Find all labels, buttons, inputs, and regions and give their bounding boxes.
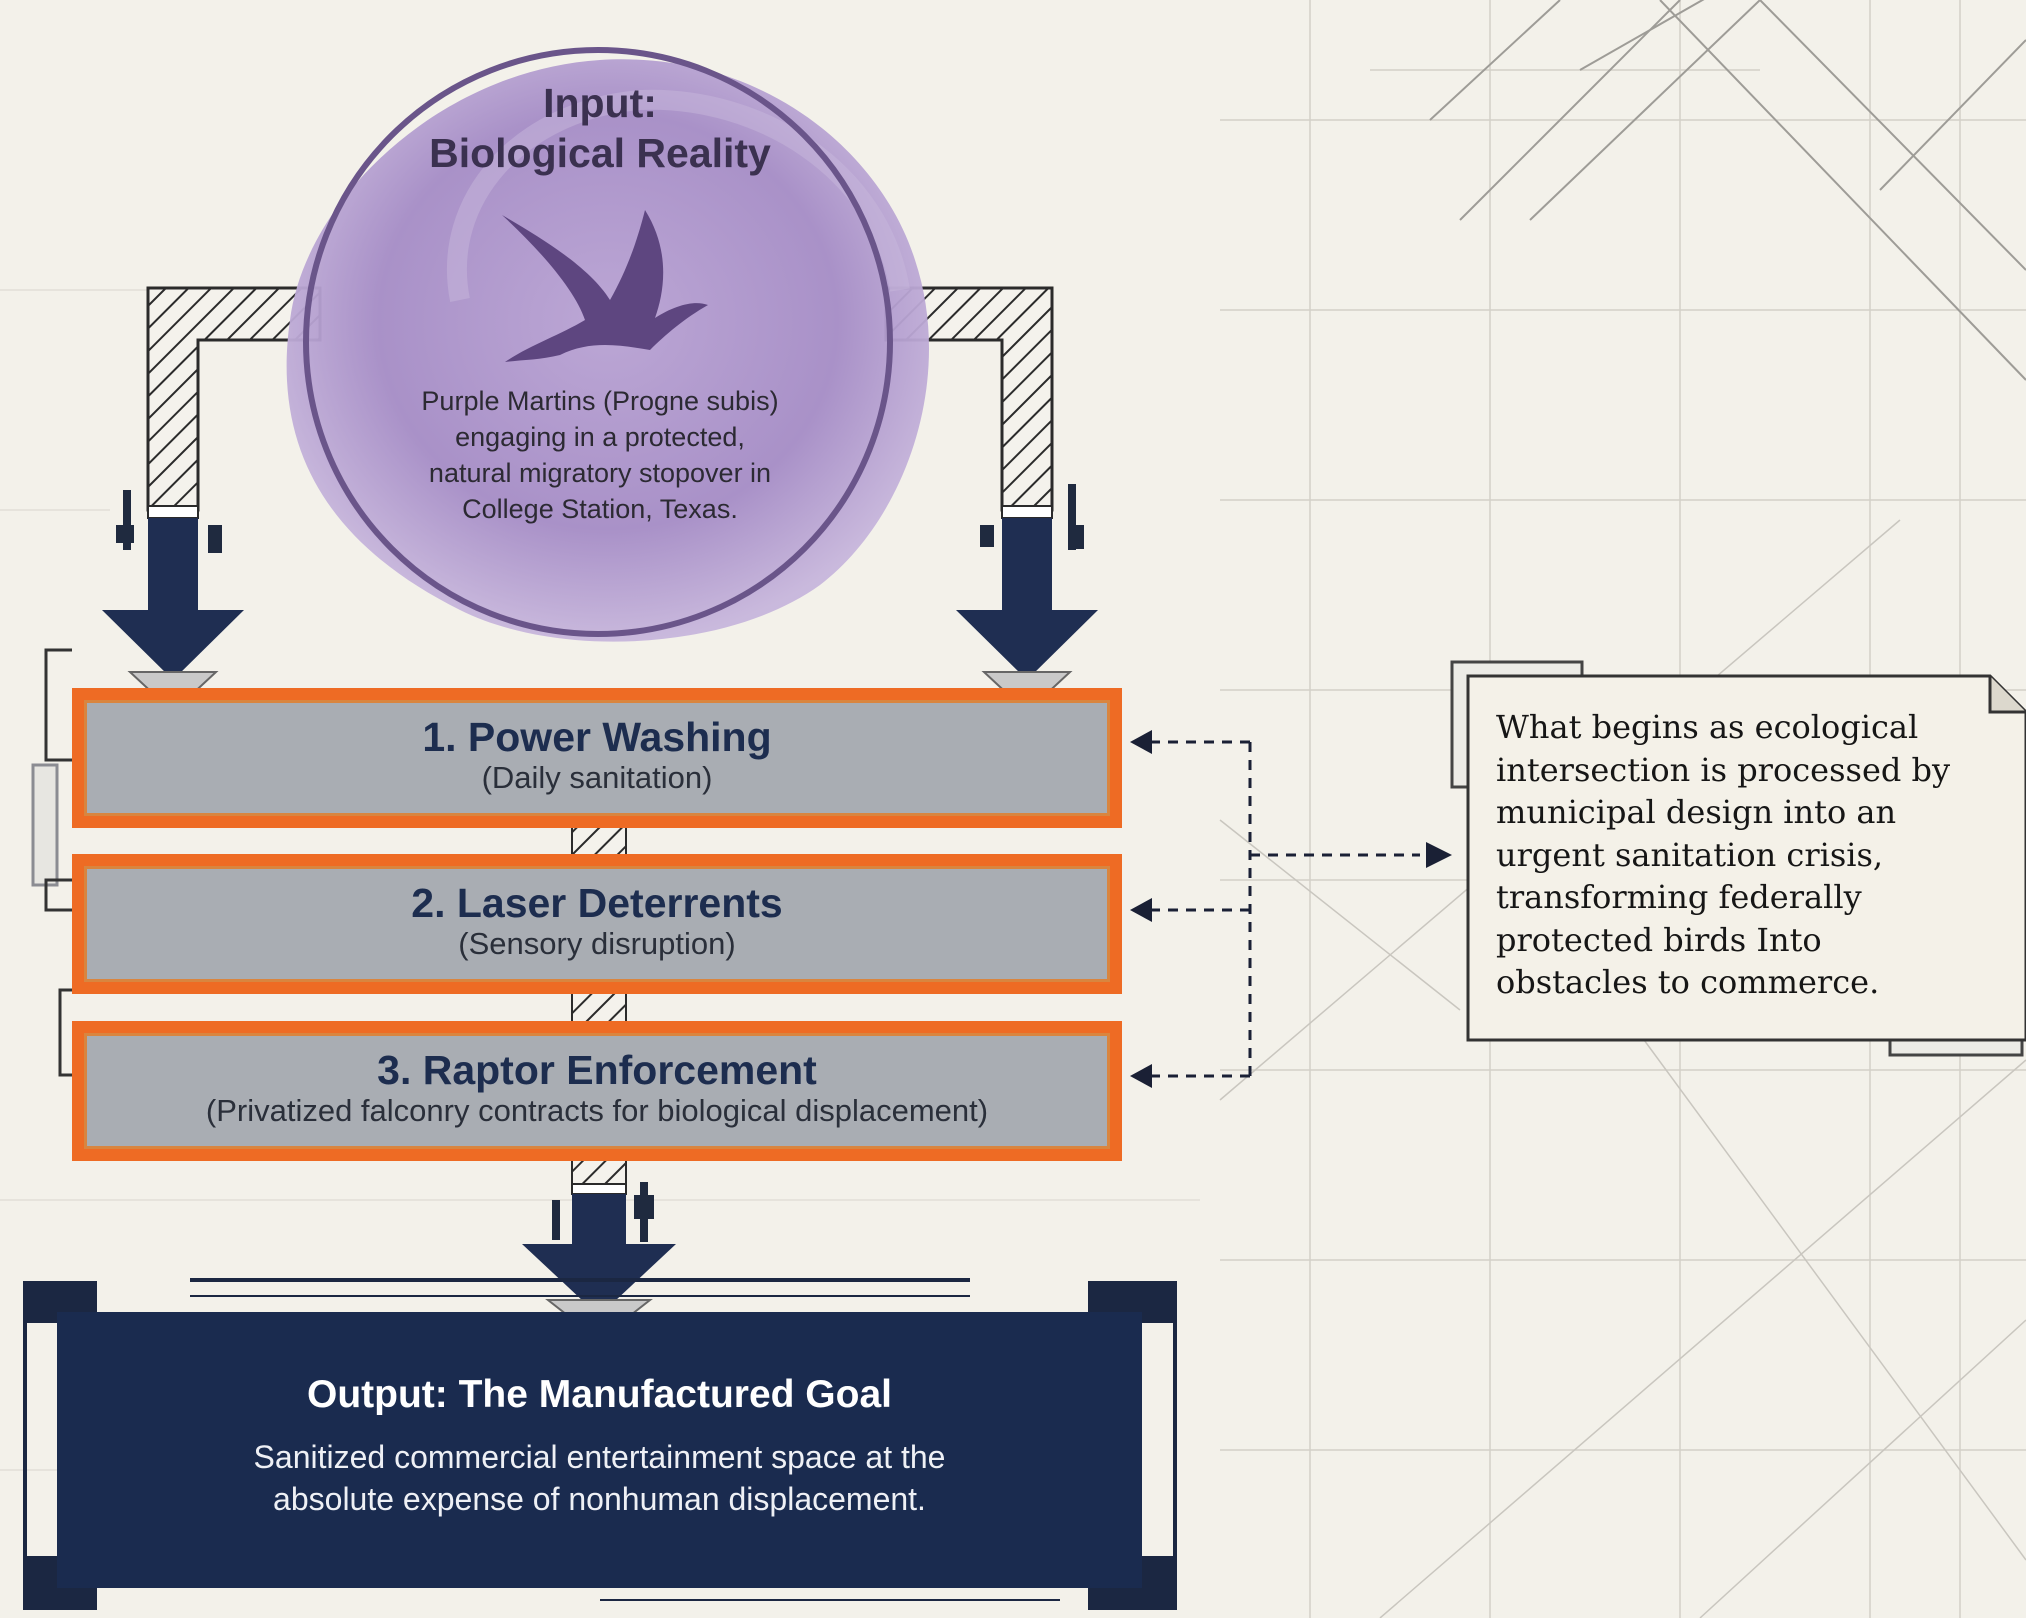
- note-line: municipal design into an: [1496, 793, 1897, 831]
- step-title: 1. Power Washing: [422, 714, 772, 760]
- input-desc-line3: natural migratory stopover in: [428, 458, 772, 488]
- arrowhead-step-1: [1130, 730, 1152, 754]
- step-power-washing: 1. Power Washing (Daily sanitation): [72, 688, 1122, 828]
- step-subtitle: (Daily sanitation): [481, 760, 713, 795]
- step-laser-deterrents: 2. Laser Deterrents (Sensory disruption): [72, 854, 1122, 994]
- input-desc-line4: College Station, Texas.: [462, 494, 738, 524]
- output-title: Output: The Manufactured Goal: [307, 1373, 892, 1416]
- input-description: Purple Martins (Progne subis) engaging i…: [360, 383, 840, 527]
- input-title: Input: Biological Reality: [310, 78, 890, 178]
- step-title: 2. Laser Deterrents: [411, 880, 783, 926]
- output-desc-line2: absolute expense of nonhuman displacemen…: [273, 1481, 926, 1517]
- step-title: 3. Raptor Enforcement: [377, 1047, 817, 1093]
- step-subtitle: (Sensory disruption): [458, 926, 736, 961]
- note-line: intersection is processed by: [1496, 750, 1951, 789]
- output-description: Sanitized commercial entertainment space…: [57, 1436, 1142, 1520]
- note-line: transforming federally: [1496, 878, 1862, 916]
- feedback-lines: [1148, 740, 1420, 1078]
- pipe-clamps: [116, 484, 1084, 1242]
- note-text: What begins as ecological intersection i…: [1496, 706, 1996, 1004]
- input-circle: [286, 47, 930, 642]
- step-raptor-enforcement: 3. Raptor Enforcement (Privatized falcon…: [72, 1021, 1122, 1161]
- note-line: protected birds Into: [1496, 920, 1822, 959]
- input-title-line2: Biological Reality: [429, 130, 771, 176]
- decorative-diagonals: [1429, 0, 2026, 381]
- note-line: What begins as ecological: [1496, 708, 1919, 746]
- bird-icon: [502, 210, 708, 362]
- arrowhead-step-2: [1130, 898, 1152, 922]
- output-desc-line1: Sanitized commercial entertainment space…: [253, 1439, 946, 1475]
- arrowhead-note: [1426, 842, 1452, 868]
- note-line: obstacles to commerce.: [1496, 963, 1880, 1001]
- note-line: urgent sanitation crisis,: [1496, 835, 1884, 874]
- input-title-line1: Input:: [543, 80, 657, 126]
- arrowhead-step-3: [1130, 1064, 1152, 1088]
- input-arrows: [102, 518, 1098, 714]
- input-desc-line2: engaging in a protected,: [455, 422, 745, 452]
- note-card: [1450, 660, 2026, 1057]
- step-subtitle: (Privatized falconry contracts for biolo…: [205, 1093, 989, 1128]
- input-desc-line1: Purple Martins (Progne subis): [421, 386, 779, 416]
- output-box: Output: The Manufactured Goal Sanitized …: [57, 1312, 1142, 1588]
